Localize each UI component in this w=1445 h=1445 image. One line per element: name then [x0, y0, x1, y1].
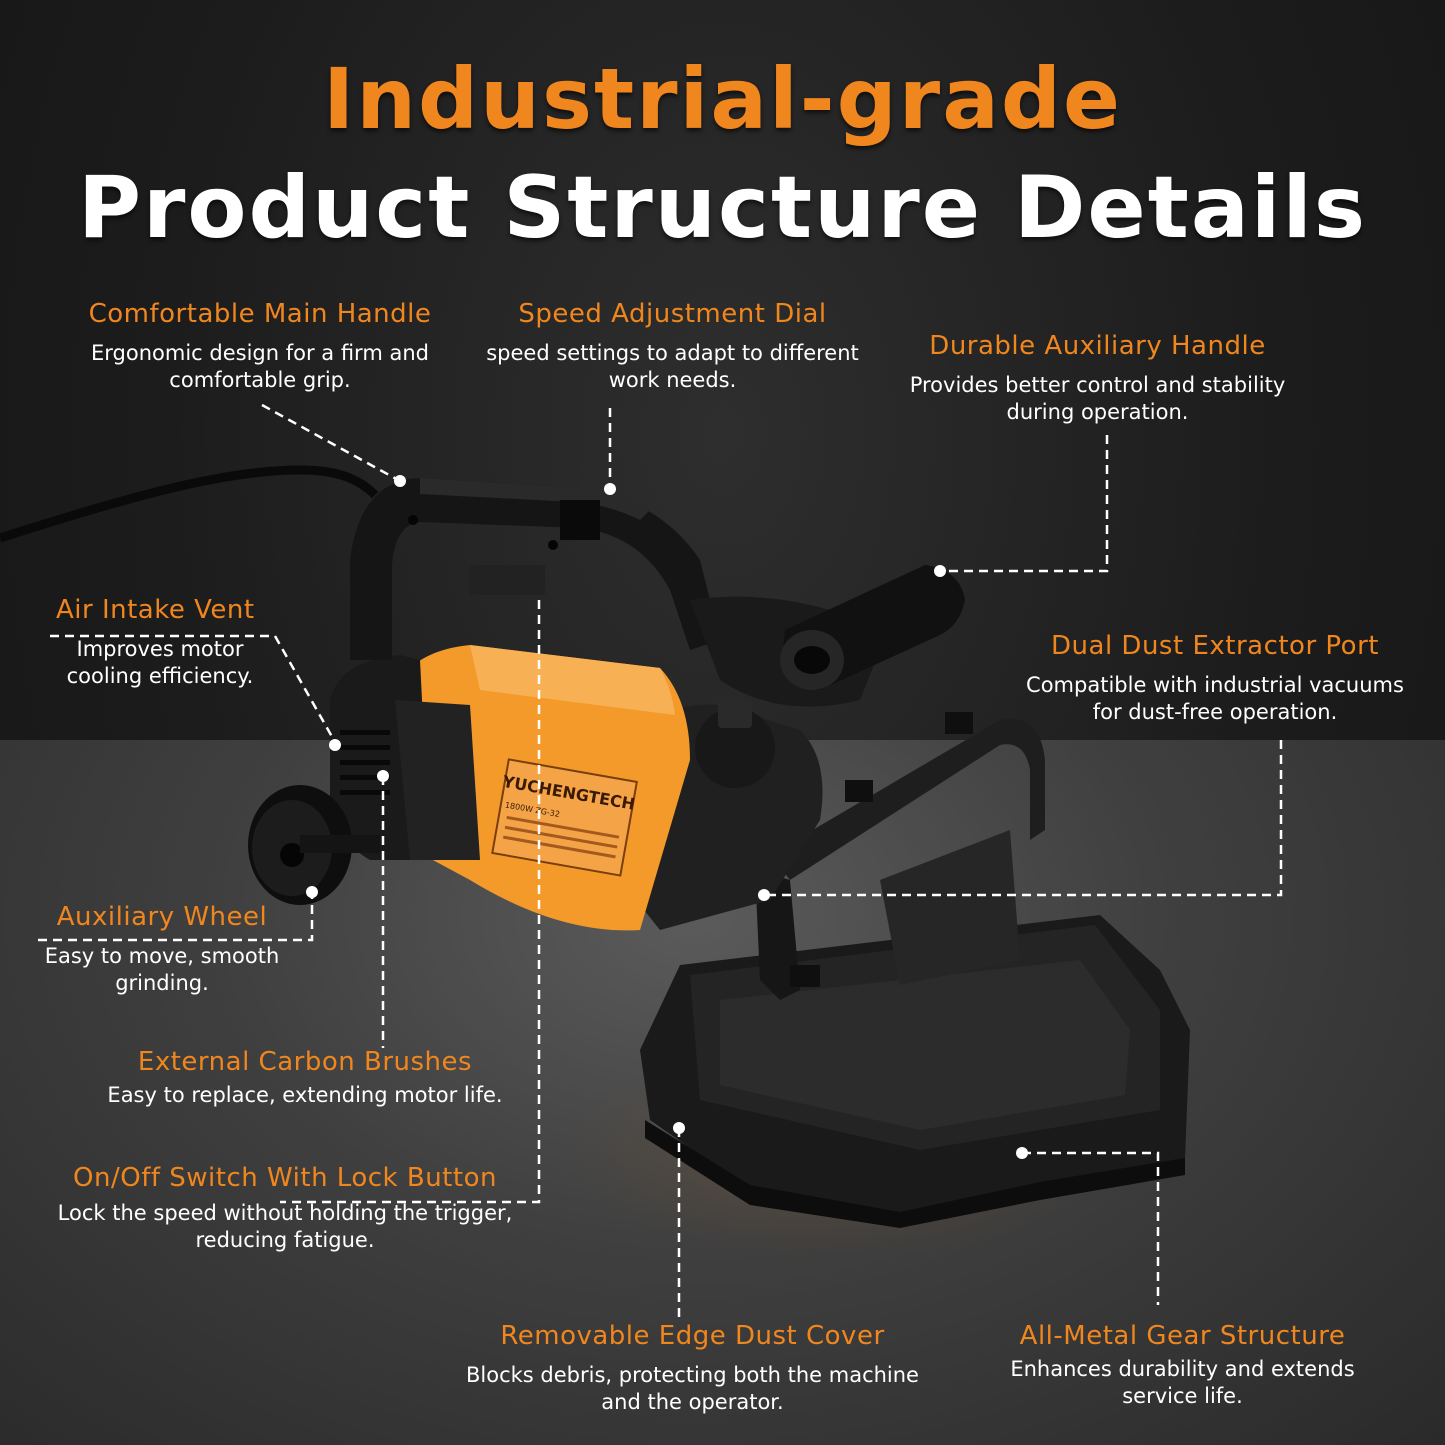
callout-carbon-brushes-desc: Easy to replace, extending motor life.	[107, 1083, 503, 1107]
callout-carbon-brushes: External Carbon Brushes Easy to replace,…	[80, 1046, 530, 1109]
callout-carbon-brushes-label: External Carbon Brushes	[137, 1047, 473, 1077]
callout-dust-port: Dual Dust Extractor Port Compatible with…	[995, 630, 1435, 726]
dust-port-frame	[755, 712, 1045, 1000]
heading-line-1: Industrial-grade	[322, 50, 1123, 148]
callout-air-vent: Air Intake Vent Improves motor cooling e…	[40, 594, 280, 690]
callout-speed-dial-label: Speed Adjustment Dial	[518, 299, 827, 329]
leader-air-vent	[50, 634, 337, 743]
callout-switch-desc: Lock the speed without holding the trigg…	[57, 1201, 513, 1252]
callout-gear-label: All-Metal Gear Structure	[1019, 1321, 1346, 1351]
callout-main-handle: Comfortable Main Handle Ergonomic design…	[40, 298, 480, 394]
callout-aux-wheel-desc: Easy to move, smooth grinding.	[44, 944, 280, 995]
leader-gear	[1022, 1151, 1160, 1305]
power-cord	[0, 465, 379, 543]
callout-aux-wheel: Auxiliary Wheel Easy to move, smooth gri…	[22, 901, 302, 997]
auxiliary-handle	[690, 565, 965, 707]
callout-gear: All-Metal Gear Structure Enhances durabi…	[985, 1320, 1380, 1410]
motor-housing: YUCHENGTECH 1800W ZG-32	[330, 645, 690, 931]
callout-speed-dial-desc: speed settings to adapt to different wor…	[486, 341, 859, 392]
callout-dust-port-desc: Compatible with industrial vacuums for d…	[1026, 673, 1404, 724]
callout-speed-dial: Speed Adjustment Dial speed settings to …	[460, 298, 885, 394]
callout-dust-cover-desc: Blocks debris, protecting both the machi…	[466, 1363, 919, 1414]
leader-lines	[38, 403, 1283, 1318]
callout-air-vent-desc: Improves motor cooling efficiency.	[66, 637, 254, 688]
callout-aux-handle: Durable Auxiliary Handle Provides better…	[880, 330, 1315, 426]
leader-dust-port	[764, 740, 1283, 897]
leader-aux-handle	[940, 435, 1109, 573]
callout-dust-port-label: Dual Dust Extractor Port	[1051, 631, 1379, 661]
leader-main-handle	[261, 403, 401, 483]
callout-main-handle-label: Comfortable Main Handle	[88, 299, 432, 329]
leader-aux-wheel	[38, 892, 314, 942]
callout-aux-handle-desc: Provides better control and stability du…	[909, 373, 1286, 424]
heading-line-2: Product Structure Details	[77, 158, 1368, 258]
callout-dust-cover: Removable Edge Dust Cover Blocks debris,…	[440, 1320, 945, 1416]
air-intake-vent	[340, 730, 390, 795]
callout-air-vent-label: Air Intake Vent	[56, 595, 255, 625]
leader-dots	[306, 475, 1028, 1159]
leader-switch	[280, 600, 541, 1204]
main-handle	[350, 478, 720, 660]
callout-aux-handle-label: Durable Auxiliary Handle	[929, 331, 1266, 361]
auxiliary-wheel	[248, 785, 380, 905]
callout-gear-desc: Enhances durability and extends service …	[1010, 1357, 1355, 1408]
callout-dust-cover-label: Removable Edge Dust Cover	[500, 1321, 885, 1351]
callout-aux-wheel-label: Auxiliary Wheel	[56, 902, 268, 932]
callout-switch-label: On/Off Switch With Lock Button	[73, 1163, 497, 1193]
callout-switch: On/Off Switch With Lock Button Lock the …	[30, 1162, 540, 1254]
product-label-plate: YUCHENGTECH 1800W ZG-32	[491, 758, 638, 877]
callout-main-handle-desc: Ergonomic design for a firm and comforta…	[91, 341, 429, 392]
